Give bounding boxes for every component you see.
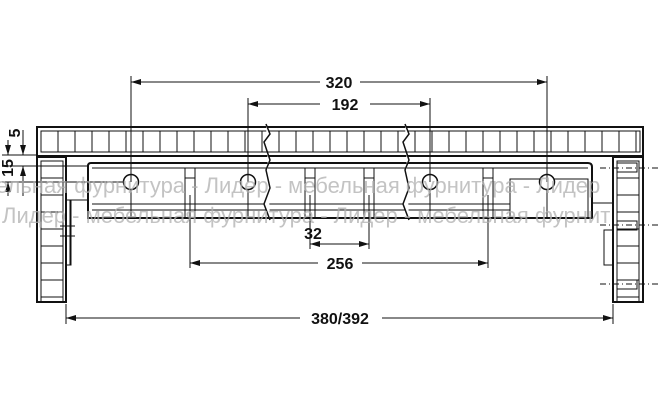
- left-side-panel: [36, 156, 75, 303]
- dim-15-label: 15: [0, 159, 17, 177]
- dim-32-label: 32: [304, 226, 322, 243]
- watermark-line-1: ельная фурнитура - Лидер - мебельная фур…: [0, 173, 600, 198]
- dim-5-label: 5: [7, 128, 24, 137]
- drawer-rail: [69, 162, 612, 265]
- break-marks: [263, 123, 410, 221]
- dim-256-label: 256: [327, 256, 354, 273]
- right-side-panel: [600, 156, 660, 303]
- watermark-line-2: Лидер - мебельная фурнитура - Лидер - ме…: [2, 203, 610, 228]
- dimension-lines: [2, 76, 614, 324]
- dim-192-label: 192: [332, 97, 359, 114]
- dim-380-392-label: 380/392: [311, 311, 369, 328]
- top-panel: [36, 126, 644, 157]
- dim-320-label: 320: [326, 75, 353, 92]
